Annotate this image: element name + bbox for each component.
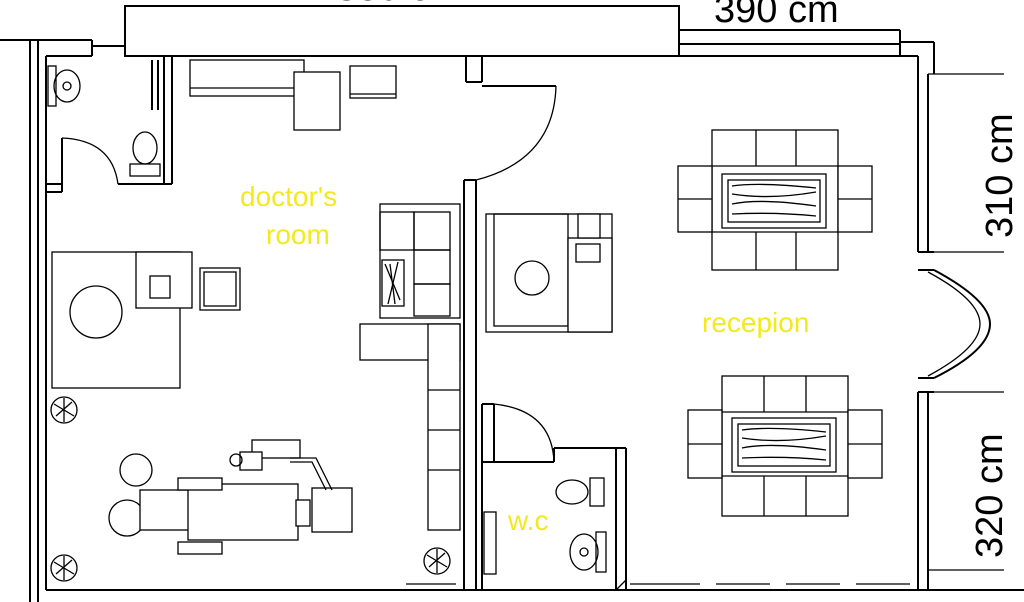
table-lower [687,375,883,517]
dimension-right-upper: 310 cm [979,113,1021,238]
room-label-doctors-line1: doctor's [240,181,337,212]
toilet-upper-bathroom [129,131,161,177]
outer-walls [0,5,1024,602]
wc-fixtures [483,477,607,575]
dimension-top-right: 390 cm [714,0,839,31]
room-label-wc: w.c [507,505,548,536]
room-label-doctors-line2: room [266,219,330,250]
dimension-top-left: 380 cm [336,0,461,9]
dimension-right-lower: 320 cm [969,433,1011,558]
plants [50,396,451,582]
room-label-reception: recepion [702,307,809,338]
desk-left [51,251,241,389]
desk-top [189,59,397,131]
inner-walls [46,56,910,591]
dental-chair [108,439,353,555]
reception-desk [485,213,613,333]
sofa-doctor [359,203,461,531]
toilet-upper-left [47,65,81,107]
table-upper [677,129,873,271]
